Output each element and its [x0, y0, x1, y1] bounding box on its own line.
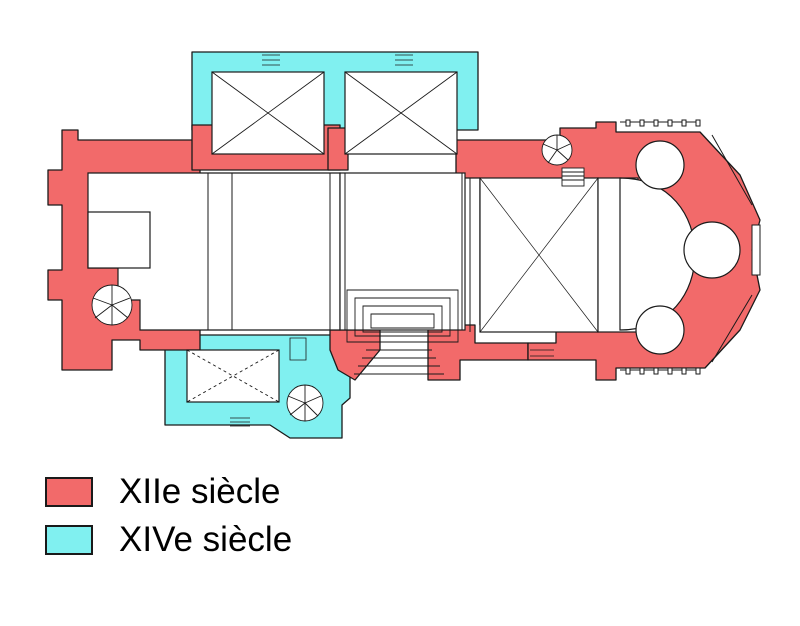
- legend-label: XIVe siècle: [119, 520, 293, 559]
- choir-south-12th-century: [427, 324, 529, 381]
- legend-item-14th-century: XIVe siècle: [45, 516, 292, 564]
- west-porch: [87, 211, 151, 269]
- crossing-interior: [339, 172, 466, 331]
- legend-label: XIIe siècle: [119, 472, 281, 511]
- south-chapel: [186, 349, 280, 403]
- portal-steps: [346, 289, 459, 343]
- apsidiole-east: [683, 221, 741, 279]
- legend-swatch-cyan: [45, 525, 93, 555]
- apsidiole-south: [635, 305, 685, 355]
- legend-item-12th-century: XIIe siècle: [45, 468, 292, 516]
- apsidiole-north: [635, 140, 685, 190]
- crossing-north-12th-century: [327, 127, 349, 171]
- floor-plan: [47, 51, 761, 439]
- legend-swatch-red: [45, 477, 93, 507]
- legend: XIIe siècle XIVe siècle: [45, 468, 292, 564]
